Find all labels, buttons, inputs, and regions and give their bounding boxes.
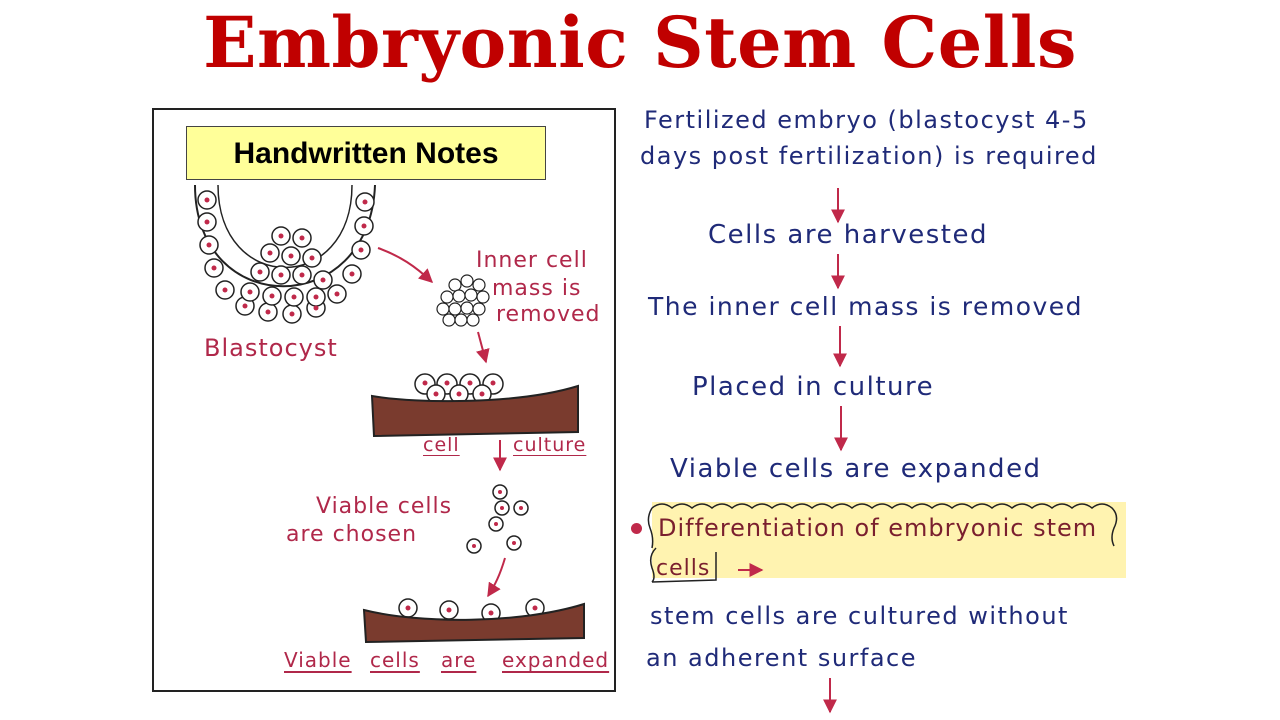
flow-step6-line1: stem cells are cultured without bbox=[650, 602, 1069, 630]
bullet-dot bbox=[631, 523, 642, 534]
flow-step6-line2: an adherent surface bbox=[646, 644, 918, 672]
culture-label-culture: culture bbox=[513, 434, 587, 456]
differentiation-line1: Differentiation of embryonic stem bbox=[658, 514, 1098, 542]
flow-step1-line2: days post fertilization) is required bbox=[640, 142, 1098, 170]
page-title: Embryonic Stem Cells bbox=[203, 1, 1077, 84]
culture-label-cell: cell bbox=[423, 434, 460, 456]
expanded-label-expanded: expanded bbox=[502, 648, 610, 672]
differentiation-line2: cells bbox=[656, 556, 711, 581]
culture-dish-2 bbox=[362, 598, 585, 644]
icm-label-line2: mass is bbox=[492, 276, 582, 301]
flow-step2: Cells are harvested bbox=[708, 220, 988, 250]
handwritten-notes-badge: Handwritten Notes bbox=[186, 126, 546, 180]
inner-cell-mass-drawing bbox=[436, 274, 490, 327]
blastocyst-label: Blastocyst bbox=[204, 334, 338, 362]
flow-step3: The inner cell mass is removed bbox=[648, 292, 1084, 321]
expanded-label-viable: Viable bbox=[284, 648, 352, 672]
expanded-label-are: are bbox=[441, 648, 477, 672]
culture-dish-1 bbox=[370, 373, 579, 438]
viable-cells-drawing bbox=[466, 484, 529, 554]
viable-label-line1: Viable cells bbox=[316, 494, 453, 519]
flow-step5: Viable cells are expanded bbox=[670, 454, 1042, 484]
expanded-label-cells: cells bbox=[370, 648, 420, 672]
flow-step4: Placed in culture bbox=[692, 372, 935, 402]
viable-label-line2: are chosen bbox=[286, 522, 418, 547]
differentiation-highlight bbox=[652, 502, 1126, 578]
diagram-panel bbox=[152, 108, 616, 692]
blastocyst-drawing bbox=[194, 184, 376, 324]
icm-label-line1: Inner cell bbox=[476, 248, 588, 273]
flow-step1-line1: Fertilized embryo (blastocyst 4-5 bbox=[644, 106, 1089, 134]
icm-label-line3: removed bbox=[496, 302, 601, 327]
